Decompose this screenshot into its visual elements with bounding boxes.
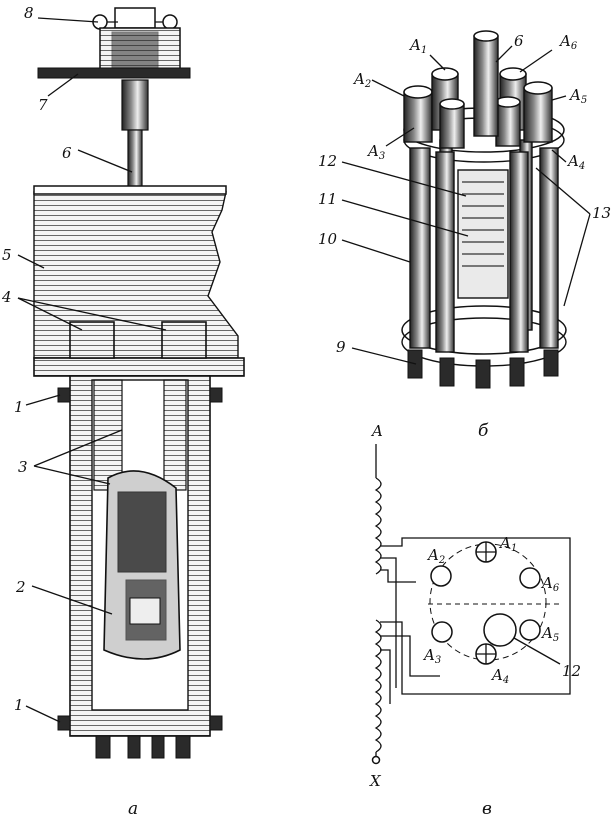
shaft-coupling: [121, 79, 149, 131]
label-v-a3: A3: [422, 646, 441, 666]
clamp-block-left: [69, 321, 115, 359]
label-2: 2: [15, 578, 26, 596]
bolt-lower-left: [57, 715, 71, 731]
caption-b: б: [478, 421, 489, 441]
post-a4: [495, 101, 521, 147]
bolt-lower-right: [209, 715, 223, 731]
terminal-a-label: A: [370, 422, 383, 440]
label-v-a6: A6: [540, 574, 560, 594]
label-b-6: 6: [514, 32, 524, 50]
label-1-upper: 1: [14, 398, 24, 416]
label-4: 4: [1, 288, 12, 306]
label-v-12: 12: [562, 662, 581, 680]
drive-head: [92, 7, 181, 74]
label-b-11: 11: [318, 190, 337, 208]
central-shaft: [473, 35, 499, 137]
label-7: 7: [38, 96, 48, 114]
label-v-a2: A2: [426, 546, 445, 566]
upper-winding: [374, 477, 382, 575]
lower-winding: [374, 619, 382, 753]
cover-plate: [37, 67, 191, 79]
terminal-x-label: X: [369, 772, 382, 790]
post-a2: [403, 91, 433, 143]
caption-a: а: [128, 799, 138, 819]
label-b-a1: A1: [408, 36, 427, 56]
label-b-10: 10: [318, 230, 338, 248]
contact-selector: [457, 169, 509, 299]
tank-wall-section: [33, 191, 239, 359]
mounting-flange: [33, 357, 245, 377]
view-a-leader-lines: [17, 17, 167, 723]
caption-v: в: [482, 799, 492, 819]
label-b-a3: A3: [366, 142, 385, 162]
label-v-a1: A1: [498, 534, 517, 554]
guide-tube-left: [93, 379, 123, 491]
label-b-a4: A4: [566, 152, 585, 172]
view-b-leader-lines: [341, 45, 591, 365]
label-8: 8: [24, 4, 34, 22]
label-6: 6: [62, 144, 72, 162]
label-b-a5: A5: [568, 86, 587, 106]
label-1-lower: 1: [14, 696, 24, 714]
terminal-x: [371, 755, 381, 765]
moving-contact-12: [483, 613, 517, 647]
clamp-block-right: [161, 321, 207, 359]
guide-tube-right: [163, 379, 187, 491]
label-v-a4: A4: [490, 666, 509, 686]
contact-a6: [519, 567, 541, 589]
label-5: 5: [2, 246, 12, 264]
post-a3: [439, 103, 465, 149]
label-b-a6: A6: [558, 32, 578, 52]
view-a-switch-assembly: 8 7 6 5 4 1 3 2 1 а: [1, 4, 245, 819]
drive-head-right-ring: [162, 14, 178, 30]
view-b-contactor: 6 A1 A2 A6 A5 A3 A4 12 11 10 9 13 б: [318, 30, 611, 441]
contact-a3: [431, 621, 453, 643]
post-a5: [523, 87, 553, 143]
label-v-a5: A5: [540, 624, 559, 644]
bolt-upper-right: [209, 387, 223, 403]
contact-a2: [430, 565, 452, 587]
view-v-schematic: A X 12 A2 A1 A6 A3 A4: [369, 422, 581, 819]
rod-10: [409, 147, 431, 349]
label-b-a2: A2: [352, 70, 371, 90]
label-b-9: 9: [336, 338, 346, 356]
label-3: 3: [18, 458, 28, 476]
label-b-12: 12: [318, 152, 337, 170]
contact-a5: [519, 619, 541, 641]
label-b-13: 13: [592, 204, 611, 222]
